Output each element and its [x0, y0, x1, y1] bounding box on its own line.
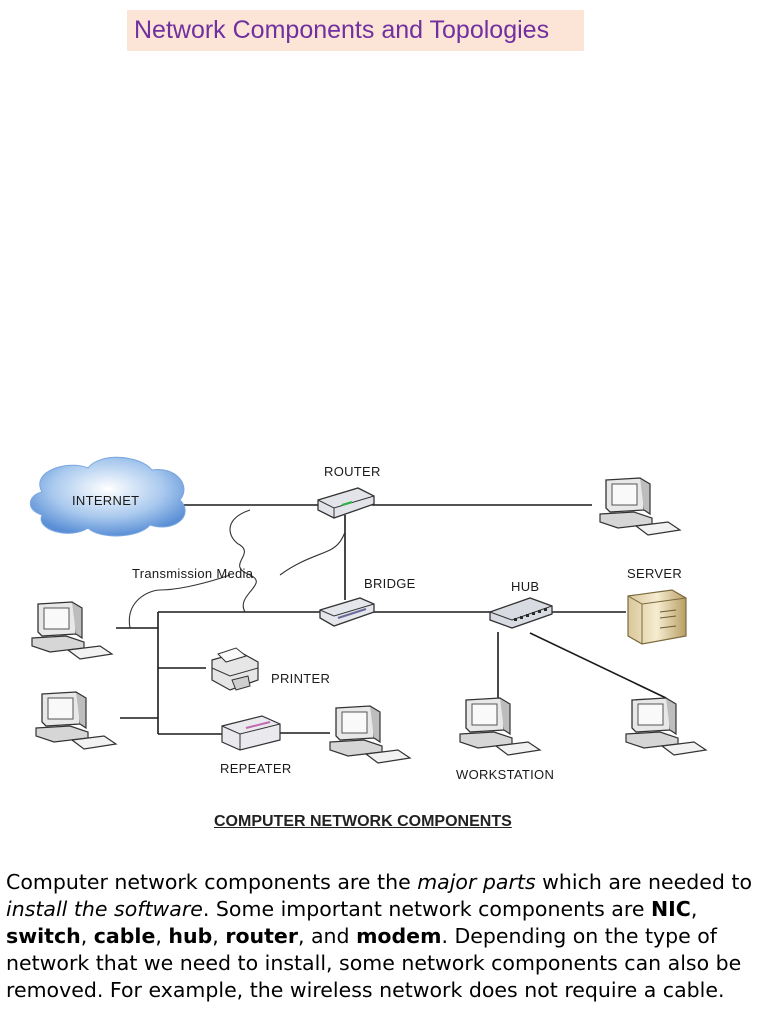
term-switch: switch	[6, 924, 81, 948]
bridge-icon	[319, 597, 375, 627]
diagram-caption: COMPUTER NETWORK COMPONENTS	[214, 813, 512, 830]
network-cables	[116, 504, 667, 735]
text-segment: , and	[297, 924, 357, 948]
emphasis-install-software: install the software	[6, 897, 203, 921]
term-cable: cable	[93, 924, 156, 948]
computer-icon-left-upper	[31, 601, 113, 660]
server-label: SERVER	[627, 566, 682, 581]
description-paragraph: Computer network components are the majo…	[6, 869, 758, 1004]
printer-icon	[211, 647, 259, 691]
hub-label: HUB	[511, 579, 539, 594]
server-icon	[627, 589, 687, 645]
repeater-icon	[221, 715, 281, 751]
computer-icon-repeater	[329, 705, 411, 764]
text-segment: . Depending on the type of network that …	[6, 924, 742, 1002]
text-segment: ,	[212, 924, 226, 948]
bridge-label: BRIDGE	[364, 576, 416, 591]
text-segment: . Some important network components are	[202, 897, 651, 921]
workstation-computer-icon	[459, 697, 541, 756]
computer-icon-top-right	[599, 477, 681, 536]
term-modem: modem	[356, 924, 442, 948]
transmission-media-curves	[128, 509, 346, 629]
text-segment: ,	[690, 897, 698, 921]
network-components-diagram: INTERNET ROUTER Transmission Media BRIDG…	[29, 456, 707, 782]
term-hub: hub	[168, 924, 213, 948]
hub-icon	[489, 597, 553, 629]
repeater-label: REPEATER	[220, 761, 292, 776]
text-segment: which are needed to	[535, 870, 753, 894]
computer-icon-bottom-right	[625, 697, 707, 756]
computer-icon-left-lower	[35, 691, 117, 750]
term-nic: NIC	[650, 897, 691, 921]
workstation-label: WORKSTATION	[456, 767, 554, 782]
text-segment: Computer network components are the	[6, 870, 418, 894]
router-label: ROUTER	[324, 464, 381, 479]
transmission-media-label: Transmission Media	[132, 566, 254, 581]
page-title: Network Components and Topologies	[127, 10, 584, 51]
internet-cloud	[29, 456, 186, 537]
term-router: router	[225, 924, 298, 948]
text-segment: ,	[80, 924, 94, 948]
internet-label: INTERNET	[72, 493, 139, 508]
printer-label: PRINTER	[271, 671, 330, 686]
emphasis-major-parts: major parts	[417, 870, 536, 894]
text-segment: ,	[155, 924, 169, 948]
router-icon	[317, 487, 375, 519]
